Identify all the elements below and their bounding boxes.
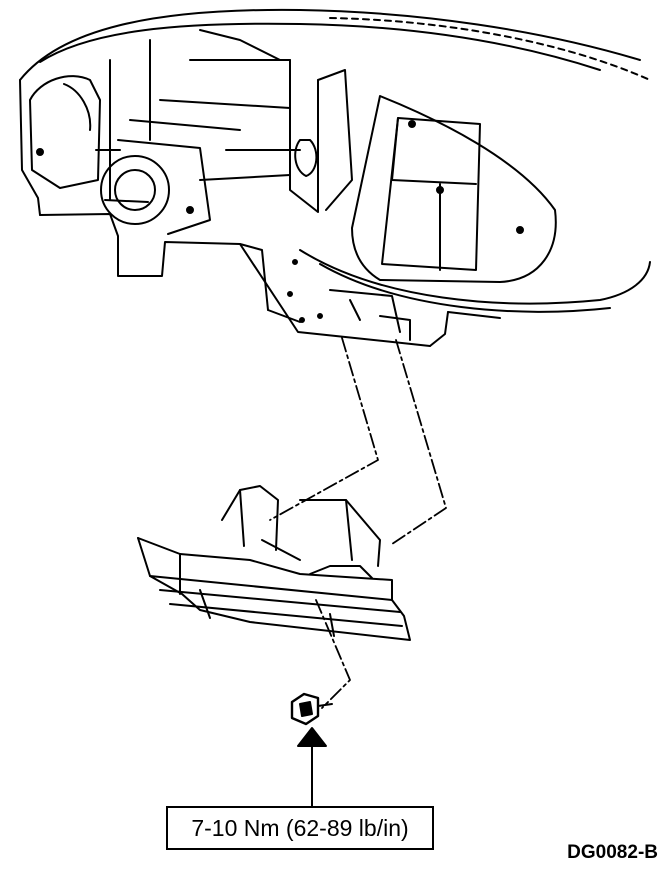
- torque-spec-label: 7-10 Nm (62-89 lb/in): [166, 806, 434, 850]
- alignment-leaders: [269, 337, 447, 709]
- instrument-panel: [19, 8, 651, 347]
- lower-trim-panel: [137, 485, 411, 641]
- arrow-icon: [297, 727, 327, 807]
- figure-id: DG0082-B: [567, 842, 658, 863]
- fastener: [290, 692, 333, 726]
